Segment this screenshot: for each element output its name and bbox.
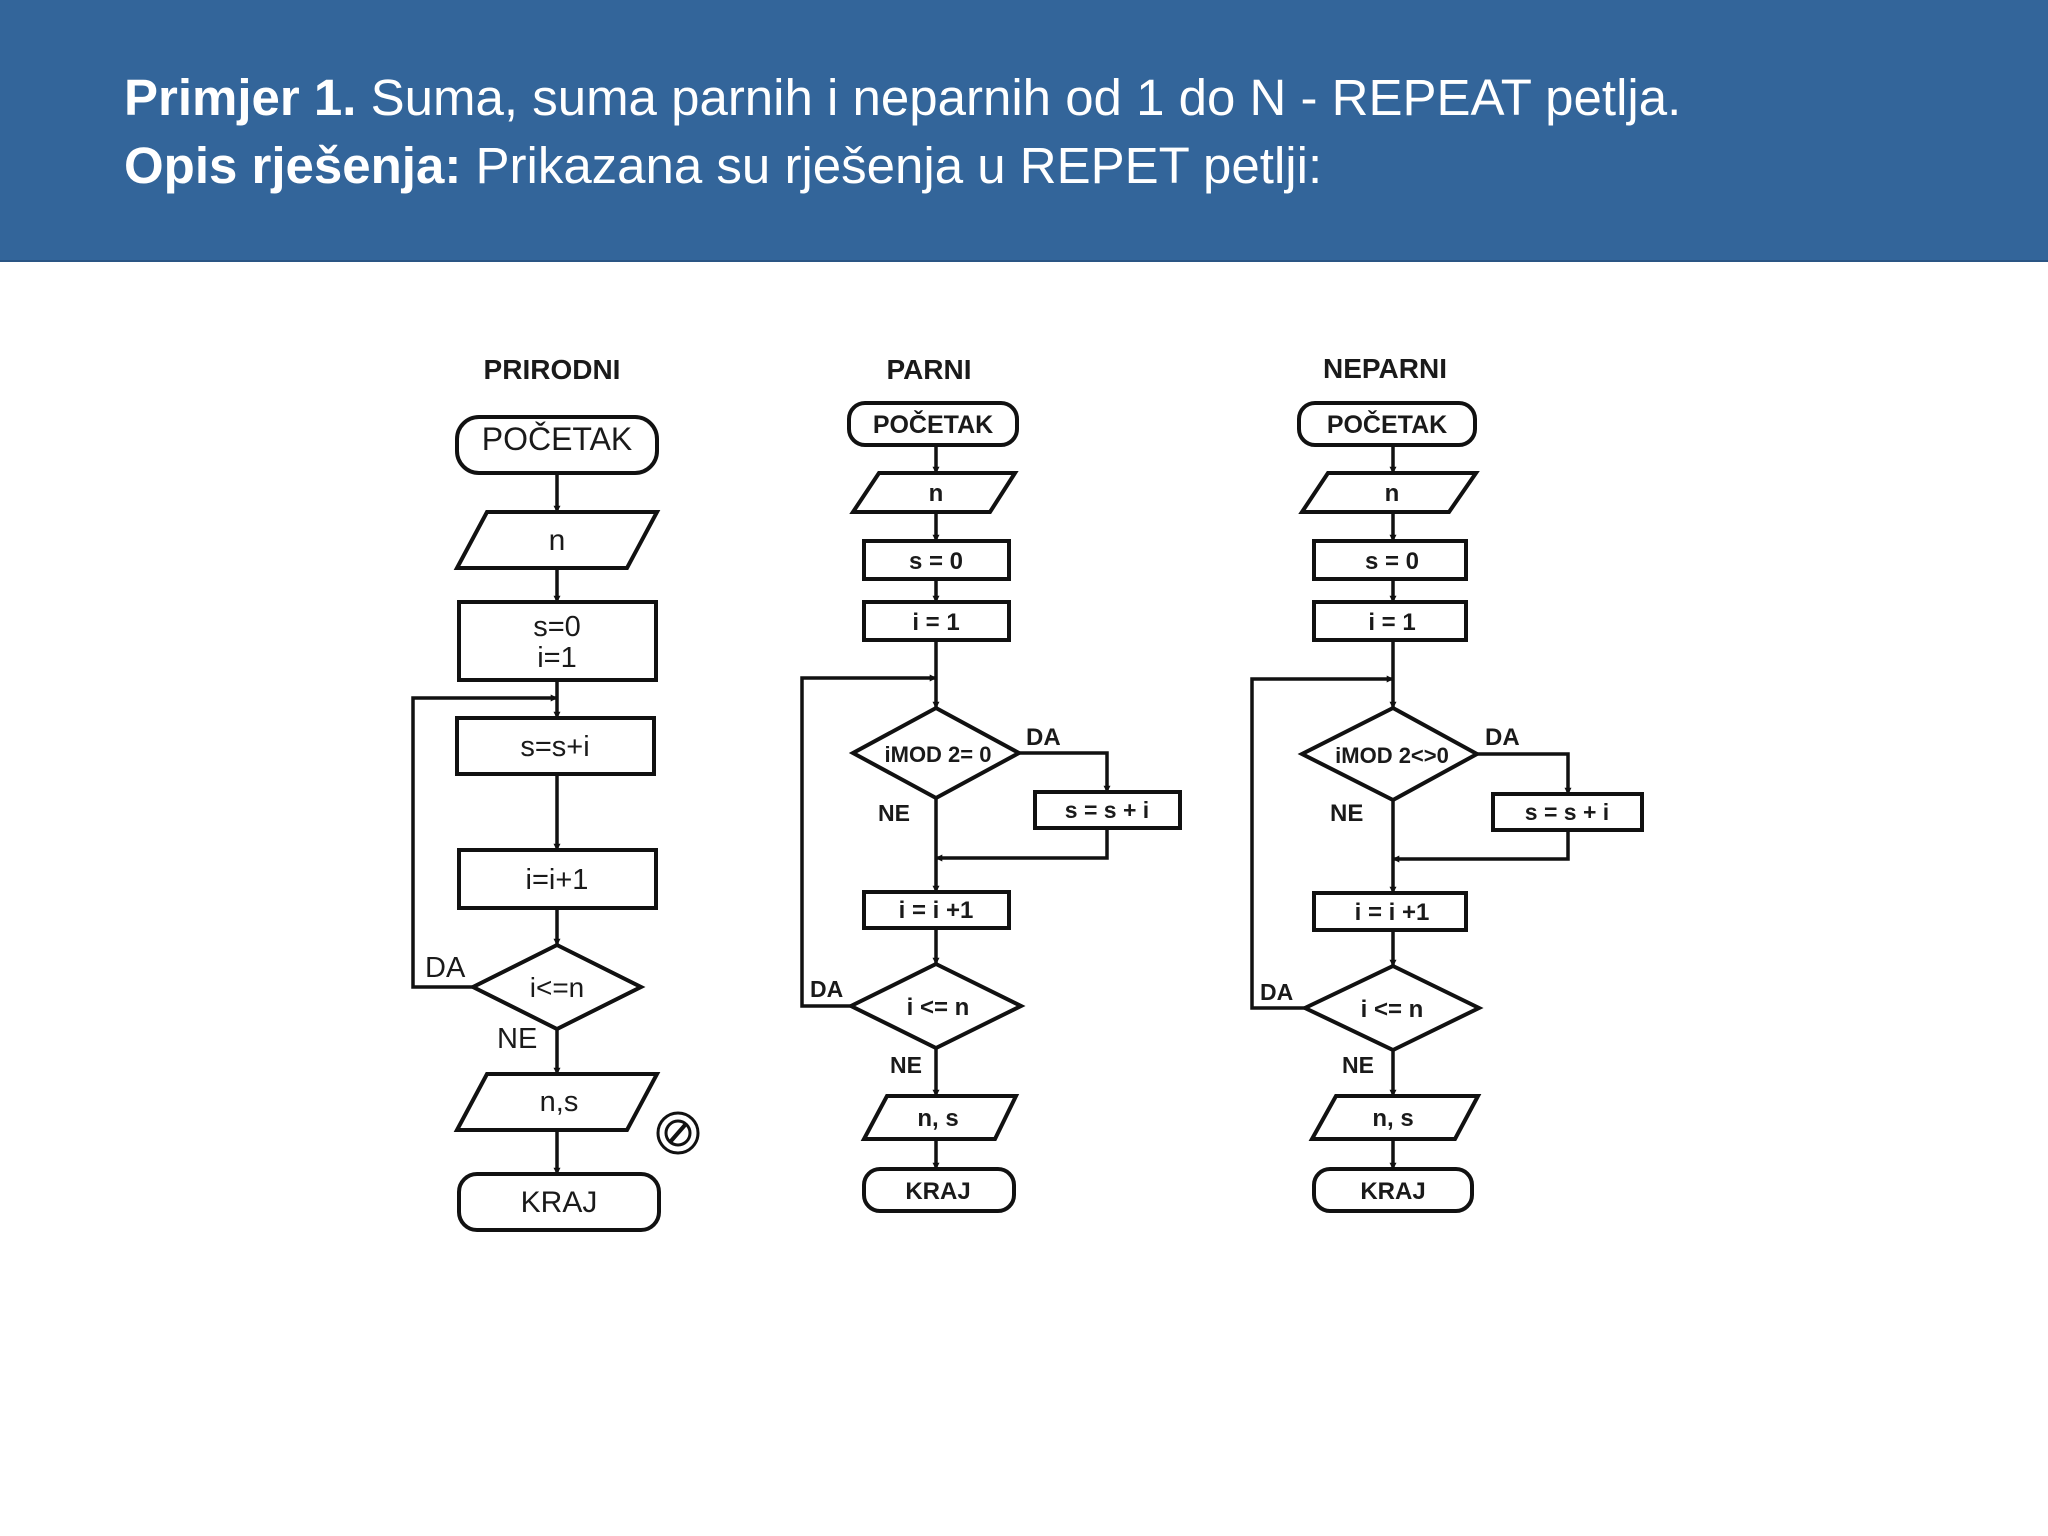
parni-condition-label: i <= n bbox=[907, 994, 970, 1021]
parni-loop-back-arrow bbox=[800, 674, 937, 1008]
prirodni-init-box bbox=[457, 600, 658, 682]
neparni-init-s-label: s = 0 bbox=[1365, 548, 1419, 575]
solution-label: Opis rješenja: bbox=[124, 137, 462, 194]
prirodni-output-box bbox=[453, 1072, 661, 1132]
neparni-loop-back-arrow bbox=[1250, 675, 1394, 1010]
parni-init-s-label: s = 0 bbox=[909, 548, 963, 575]
parni-end-label: KRAJ bbox=[905, 1178, 970, 1205]
neparni-increment-label: i = i +1 bbox=[1355, 899, 1430, 926]
neparni-init-s-box bbox=[1312, 539, 1468, 581]
neparni-end-label: KRAJ bbox=[1360, 1178, 1425, 1205]
parni-init-s-box bbox=[862, 539, 1011, 581]
prirodni-loop-back-arrow bbox=[411, 694, 558, 989]
prirodni-loop-yes-label: DA bbox=[425, 952, 466, 984]
prirodni-end-terminal bbox=[457, 1172, 661, 1232]
flowchart-diagram: PRIRODNI POČETAK n s=0 i=1 s=s+i i=i+1 i… bbox=[411, 353, 1644, 1232]
parni-output-label: n, s bbox=[917, 1105, 958, 1132]
parni-end-terminal bbox=[862, 1167, 1016, 1213]
solution-description: Prikazana su rješenja u REPET petlji: bbox=[461, 137, 1323, 194]
parni-exit-no-label: NE bbox=[890, 1052, 922, 1078]
parni-start-label: POČETAK bbox=[873, 409, 993, 439]
flowchart-prirodni: PRIRODNI POČETAK n s=0 i=1 s=s+i i=i+1 i… bbox=[411, 354, 700, 1232]
prirodni-end-label: KRAJ bbox=[521, 1186, 598, 1219]
parni-input-box bbox=[849, 471, 1019, 514]
prirodni-sum-box bbox=[455, 716, 656, 776]
prirodni-increment-label: i=i+1 bbox=[526, 864, 589, 896]
neparni-input-label: n bbox=[1385, 480, 1400, 507]
solution-line: Opis rješenja: Prikazana su rješenja u R… bbox=[124, 136, 1322, 196]
flowchart-parni: PARNI POČETAK n s = 0 i = 1 iMOD 2= 0 DA… bbox=[800, 354, 1182, 1213]
slide-title-line: Primjer 1. Suma, suma parnih i neparnih … bbox=[124, 68, 1681, 128]
prirodni-init-s-label: s=0 bbox=[533, 611, 581, 643]
parni-output-box bbox=[860, 1094, 1020, 1141]
parni-mod-no-label: NE bbox=[878, 800, 910, 826]
prirodni-input-box bbox=[453, 510, 661, 570]
parni-sum-box bbox=[1033, 790, 1182, 830]
prirodni-input-label: n bbox=[549, 524, 566, 557]
prirodni-title: PRIRODNI bbox=[484, 354, 621, 385]
prirodni-output-label: n,s bbox=[540, 1086, 579, 1118]
parni-init-i-label: i = 1 bbox=[912, 609, 959, 636]
parni-start-terminal bbox=[847, 401, 1019, 447]
parni-mod-condition-label: iMOD 2= 0 bbox=[885, 742, 992, 767]
prirodni-increment-box bbox=[457, 848, 658, 910]
slide-header: Primjer 1. Suma, suma parnih i neparnih … bbox=[0, 0, 2048, 262]
parni-input-label: n bbox=[929, 480, 944, 507]
example-label: Primjer 1. bbox=[124, 69, 357, 126]
neparni-loop-yes-label: DA bbox=[1260, 979, 1293, 1005]
parni-mod-yes-label: DA bbox=[1026, 724, 1061, 751]
neparni-exit-no-label: NE bbox=[1342, 1052, 1374, 1078]
parni-loop-yes-label: DA bbox=[810, 976, 843, 1002]
parni-mod-yes-arrow bbox=[1019, 751, 1111, 793]
neparni-title: NEPARNI bbox=[1323, 353, 1447, 384]
neparni-start-label: POČETAK bbox=[1327, 409, 1447, 439]
neparni-sum-box bbox=[1491, 792, 1644, 832]
parni-title: PARNI bbox=[886, 354, 971, 385]
neparni-condition-label: i <= n bbox=[1361, 996, 1424, 1023]
neparni-mod-yes-label: DA bbox=[1485, 724, 1520, 751]
prirodni-init-i-label: i=1 bbox=[537, 642, 577, 674]
prirodni-start-label: POČETAK bbox=[482, 421, 633, 457]
prirodni-sum-label: s=s+i bbox=[520, 731, 589, 763]
neparni-output-box bbox=[1308, 1094, 1482, 1141]
neparni-mod-condition-label: iMOD 2<>0 bbox=[1335, 743, 1449, 768]
parni-sum-label: s = s + i bbox=[1065, 797, 1149, 823]
neparni-output-label: n, s bbox=[1372, 1105, 1413, 1132]
example-description: Suma, suma parnih i neparnih od 1 do N -… bbox=[356, 69, 1682, 126]
neparni-sum-label: s = s + i bbox=[1525, 799, 1609, 825]
neparni-init-i-label: i = 1 bbox=[1368, 609, 1415, 636]
neparni-end-terminal bbox=[1312, 1167, 1474, 1213]
neparni-mod-no-label: NE bbox=[1330, 800, 1363, 827]
neparni-input-box bbox=[1298, 471, 1480, 514]
neparni-merge-arrow bbox=[1392, 830, 1570, 863]
neparni-start-terminal bbox=[1297, 401, 1477, 447]
prirodni-exit-no-label: NE bbox=[497, 1023, 537, 1055]
neparni-init-i-box bbox=[1312, 600, 1468, 642]
small-logo-icon bbox=[656, 1111, 700, 1155]
parni-merge-arrow bbox=[935, 828, 1109, 862]
neparni-increment-box bbox=[1312, 891, 1468, 932]
neparni-mod-yes-arrow bbox=[1477, 752, 1572, 795]
flowchart-neparni: NEPARNI POČETAK n s = 0 i = 1 iMOD 2<>0 … bbox=[1250, 353, 1644, 1213]
parni-increment-label: i = i +1 bbox=[899, 897, 974, 924]
prirodni-condition-label: i<=n bbox=[530, 972, 585, 1003]
